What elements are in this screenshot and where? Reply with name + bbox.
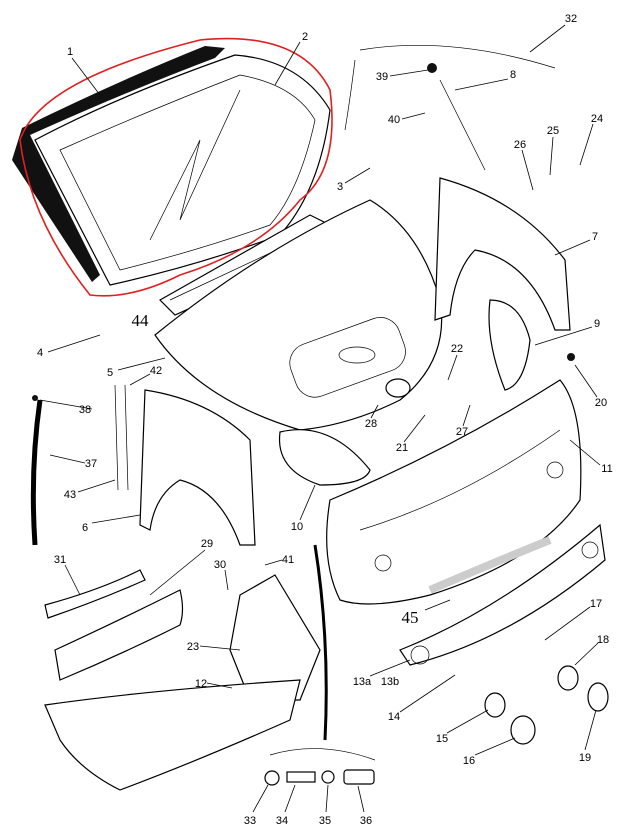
callout-9: 9 <box>594 318 600 330</box>
headlamp-right <box>488 299 531 391</box>
callout-25: 25 <box>547 125 559 137</box>
windscreen-seal <box>12 46 225 282</box>
callout-labels: 1 2 32 39 8 40 24 25 26 3 7 44 4 22 9 5 … <box>37 13 613 827</box>
callout-29: 29 <box>201 538 213 550</box>
callout-6: 6 <box>82 522 88 534</box>
callout-33: 33 <box>244 815 256 827</box>
leader-lines <box>39 24 601 813</box>
callout-36: 36 <box>360 815 372 827</box>
wing-left <box>139 389 256 546</box>
callout-16: 16 <box>463 755 475 767</box>
callout-14: 14 <box>388 711 400 723</box>
highlight-outline <box>19 37 333 297</box>
front-bumper <box>326 379 582 605</box>
headlamp-left <box>278 429 371 486</box>
callout-31: 31 <box>54 554 66 566</box>
callout-19: 19 <box>579 752 591 764</box>
callout-39: 39 <box>376 71 388 83</box>
callout-17: 17 <box>590 598 602 610</box>
callout-8: 8 <box>510 69 516 81</box>
callout-13b: 13b <box>381 676 399 688</box>
callout-18: 18 <box>597 634 609 646</box>
hood <box>154 199 443 431</box>
callout-41: 41 <box>282 554 294 566</box>
callout-4: 4 <box>37 347 43 359</box>
callout-20: 20 <box>595 397 607 409</box>
callout-38: 38 <box>79 404 91 416</box>
wing-right <box>434 177 571 331</box>
callout-23: 23 <box>187 641 199 653</box>
main-grille <box>54 589 184 681</box>
callout-10: 10 <box>291 521 303 533</box>
cable-13 <box>313 544 328 741</box>
callout-44: 44 <box>132 311 150 330</box>
callout-28: 28 <box>365 418 377 430</box>
callout-32: 32 <box>565 13 577 25</box>
badge <box>385 378 411 398</box>
callout-12: 12 <box>195 678 207 690</box>
door-seal <box>30 399 43 546</box>
front-carrier <box>229 574 321 701</box>
lower-grille <box>399 523 606 666</box>
callout-5: 5 <box>107 367 113 379</box>
callout-2: 2 <box>302 31 308 43</box>
callout-3: 3 <box>337 181 343 193</box>
callout-40: 40 <box>388 114 400 126</box>
callout-21: 21 <box>396 442 408 454</box>
callout-24: 24 <box>591 113 603 125</box>
callout-35: 35 <box>319 815 331 827</box>
callout-30: 30 <box>214 559 226 571</box>
crossmember <box>44 679 301 791</box>
callout-26: 26 <box>514 139 526 151</box>
callout-7: 7 <box>592 231 598 243</box>
callout-13a: 13a <box>353 676 372 688</box>
callout-43: 43 <box>64 489 76 501</box>
callout-37: 37 <box>85 458 97 470</box>
callout-11: 11 <box>601 463 612 475</box>
callout-34: 34 <box>276 815 288 827</box>
upper-grille <box>44 569 146 619</box>
callout-27: 27 <box>456 426 468 438</box>
callout-42: 42 <box>150 365 162 377</box>
callout-1: 1 <box>67 46 73 58</box>
callout-22: 22 <box>451 343 463 355</box>
windscreen-glass <box>34 54 331 286</box>
callout-15: 15 <box>436 733 448 745</box>
callout-45: 45 <box>402 608 419 627</box>
